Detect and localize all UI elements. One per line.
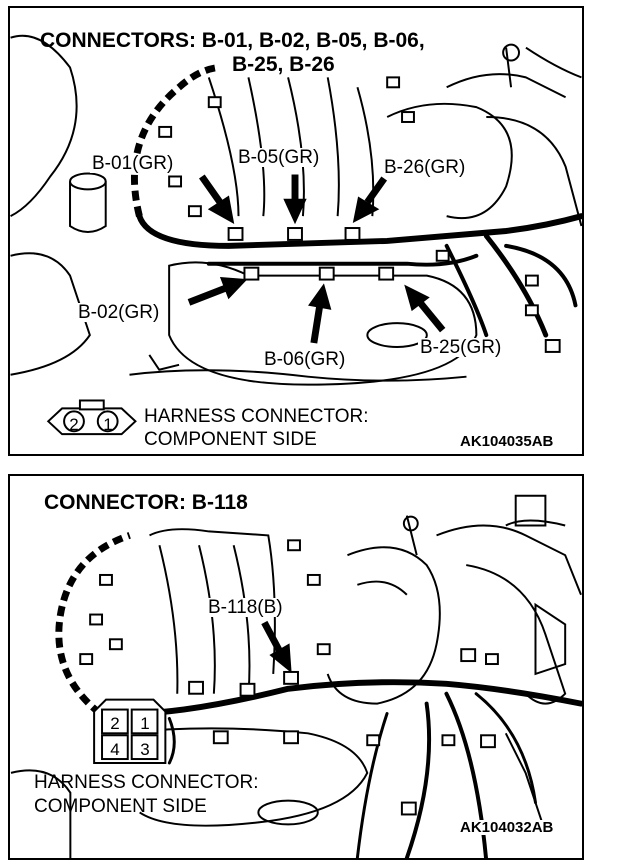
legend-subheading-bottom: COMPONENT SIDE [34,796,207,817]
connector-label-b05: B-05(GR) [236,147,322,168]
legend-heading-bottom: HARNESS CONNECTOR: [34,772,259,793]
diagram-panel-bottom: CONNECTOR: B-118 B-118(B) 2 1 4 3 HARNES… [8,474,584,860]
figure-code-bottom: AK104032AB [458,819,556,836]
pin-number-2: 2 [110,714,120,733]
pin-number-2: 2 [69,415,79,434]
engine-bay-illustration-top [10,34,582,436]
connector-label-b25: B-25(GR) [418,337,504,358]
page-title-bottom: CONNECTOR: B-118 [44,491,248,514]
connector-label-b01: B-01(GR) [90,153,176,174]
page-title: CONNECTORS: B-01, B-02, B-05, B-06, [40,29,425,52]
legend-subheading: COMPONENT SIDE [144,429,317,450]
figure-code: AK104035AB [458,433,556,450]
connector-label-b02: B-02(GR) [76,302,162,323]
engine-bay-illustration-bottom [10,494,582,858]
connector-label-b118: B-118(B) [206,597,285,618]
pin-number-4: 4 [110,740,120,759]
pin-number-1: 1 [140,714,150,733]
diagram-panel-top: CONNECTORS: B-01, B-02, B-05, B-06, B-25… [8,6,584,456]
connector-label-b06: B-06(GR) [262,349,348,370]
page-title-continued: B-25, B-26 [232,53,335,76]
legend-heading: HARNESS CONNECTOR: [144,406,369,427]
pin-number-1: 1 [103,415,113,434]
connector-label-b26: B-26(GR) [382,157,468,178]
pin-number-3: 3 [140,740,150,759]
